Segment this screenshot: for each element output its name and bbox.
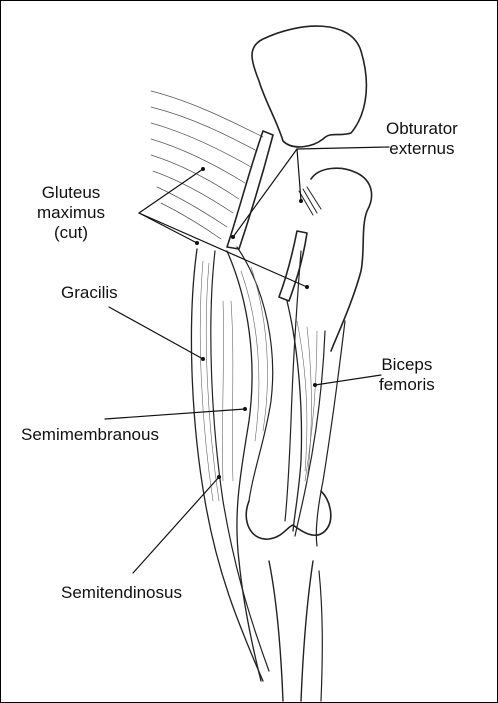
gracilis-outline [191,249,263,681]
leader-gluteus-1 [139,169,203,213]
leader-semitendinosus [133,477,219,573]
label-gluteus-maximus: Gluteus maximus (cut) [37,183,105,243]
gracilis-fibres [200,261,219,501]
leader-obturator-1 [297,147,389,149]
leader-semimembranosus [105,409,245,419]
fibula-outline [319,571,322,701]
pelvis-outline [252,26,366,147]
leader-obturator-3 [297,149,301,201]
label-semimembranosus: Semimembranous [21,425,159,445]
leader-gracilis [109,307,203,359]
leader-biceps [315,375,381,385]
label-gracilis: Gracilis [61,283,118,303]
gracilis-outline-2 [211,251,269,671]
gluteus-cut-edge-lower [279,231,307,301]
label-obturator-externus: Obturator externus [386,119,458,159]
femur-head-outline [311,168,372,351]
gluteus-cut-edge [227,131,273,249]
label-semitendinosus: Semitendinosus [61,583,182,603]
gluteus-maximus-region [151,91,263,239]
tibia-outline [269,561,313,701]
label-biceps-femoris: Biceps femoris [379,355,435,395]
biceps-femoris-outline [287,301,301,531]
